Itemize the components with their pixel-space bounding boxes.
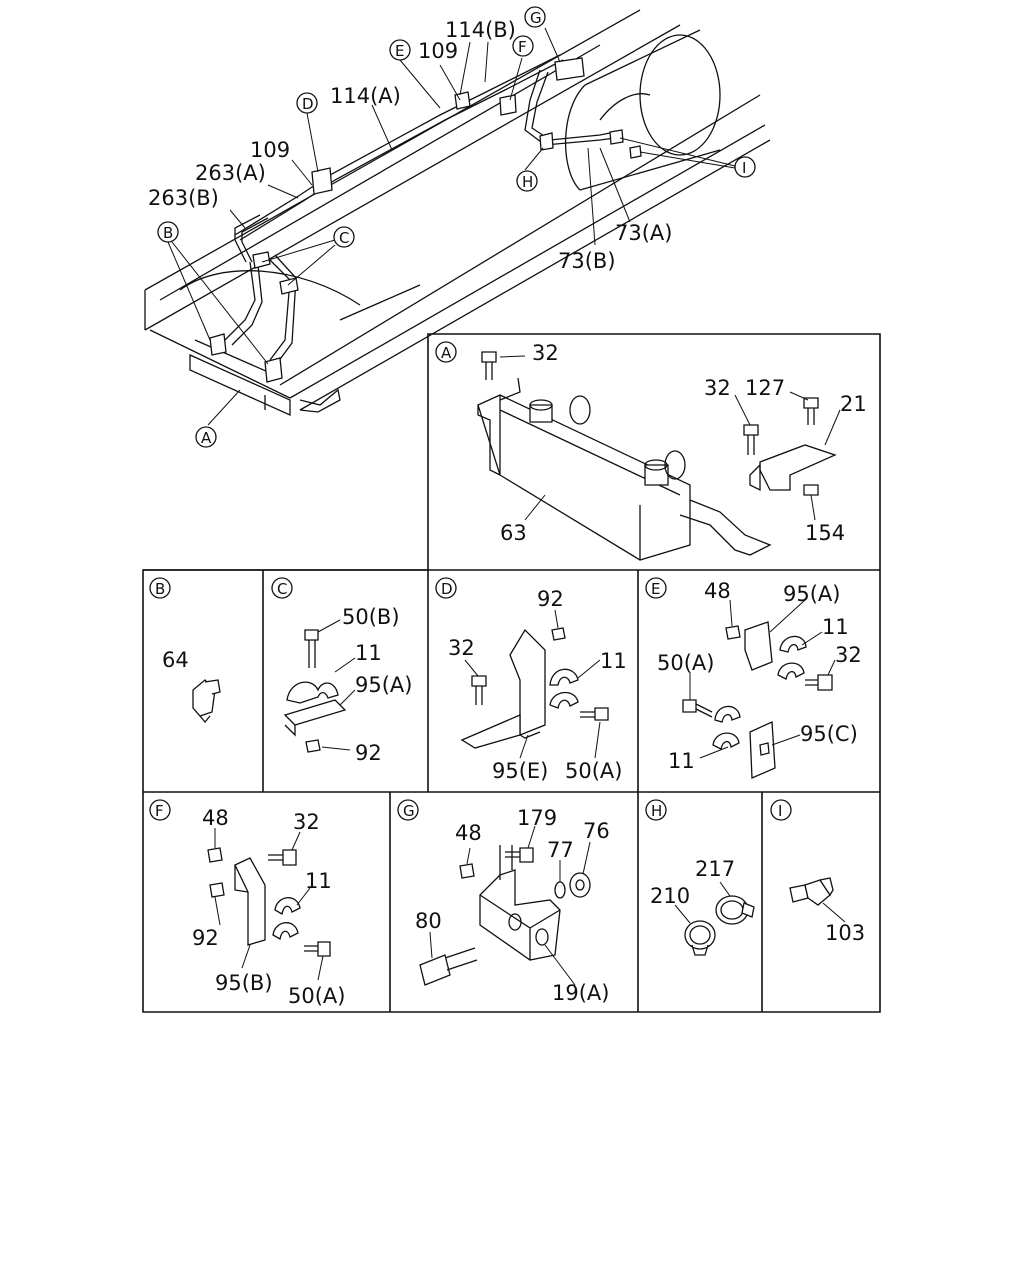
detail-e-letter: E: [651, 580, 660, 598]
detail-e: E 48 95(A) 11 32 50(A) 95(C) 11: [645, 577, 862, 779]
e-label-48: 48: [704, 579, 731, 603]
callout-a: A: [201, 429, 212, 447]
g-label-48: 48: [455, 821, 482, 845]
h-label-217: 217: [695, 857, 735, 881]
detail-h-letter: H: [651, 802, 662, 820]
e-label-50a: 50(A): [657, 651, 714, 675]
detail-a-letter: A: [441, 344, 452, 362]
f-label-48: 48: [202, 806, 229, 830]
label-263a: 263(A): [195, 161, 266, 185]
a-label-21: 21: [840, 392, 867, 416]
detail-g: G 48 179 76 77 80 19(A): [397, 799, 610, 1005]
e-label-32: 32: [835, 643, 862, 667]
detail-i: I 103: [770, 799, 865, 945]
label-73a: 73(A): [615, 221, 672, 245]
f-label-92: 92: [192, 926, 219, 950]
d-label-50a: 50(A): [565, 759, 622, 783]
c-label-92: 92: [355, 741, 382, 765]
detail-h: H 217 210: [645, 799, 755, 956]
e-label-11-top: 11: [822, 615, 849, 639]
detail-g-letter: G: [403, 802, 415, 820]
detail-grid: [142, 333, 881, 1013]
label-114b: 114(B): [445, 18, 516, 42]
a-label-127: 127: [745, 376, 785, 400]
callout-c: C: [339, 229, 349, 247]
d-label-32: 32: [448, 636, 475, 660]
g-label-80: 80: [415, 909, 442, 933]
c-label-11: 11: [355, 641, 382, 665]
g-label-19a: 19(A): [552, 981, 609, 1005]
label-109-left: 109: [250, 138, 290, 162]
g-label-76: 76: [583, 819, 610, 843]
e-label-11-bottom: 11: [668, 749, 695, 773]
a-label-32-right: 32: [704, 376, 731, 400]
label-114a: 114(A): [330, 84, 401, 108]
detail-b: B 64: [149, 577, 221, 724]
d-label-11: 11: [600, 649, 627, 673]
label-109-top: 109: [418, 39, 458, 63]
a-label-154: 154: [805, 521, 845, 545]
detail-f-letter: F: [155, 802, 164, 820]
g-label-77: 77: [547, 838, 574, 862]
b-label-64: 64: [162, 648, 189, 672]
detail-b-letter: B: [155, 580, 165, 598]
a-label-63: 63: [500, 521, 527, 545]
f-label-11: 11: [305, 869, 332, 893]
callout-g: G: [530, 9, 542, 27]
f-label-32: 32: [293, 810, 320, 834]
c-label-95a: 95(A): [355, 673, 412, 697]
callout-i: I: [742, 159, 746, 177]
detail-c-letter: C: [277, 580, 287, 598]
callout-d: D: [302, 95, 314, 113]
d-label-92: 92: [537, 587, 564, 611]
f-label-50a: 50(A): [288, 984, 345, 1008]
callout-h: H: [522, 173, 533, 191]
label-263b: 263(B): [148, 186, 219, 210]
callout-b: B: [163, 224, 173, 242]
main-view: 114(B) 109 114(A) 109 263(A) 263(B) 73(A…: [144, 6, 771, 448]
label-73b: 73(B): [558, 249, 616, 273]
f-label-95b: 95(B): [215, 971, 273, 995]
detail-c: C 50(B) 11 95(A) 92: [271, 577, 412, 765]
g-label-179: 179: [517, 806, 557, 830]
h-label-210: 210: [650, 884, 690, 908]
d-label-95e: 95(E): [492, 759, 548, 783]
c-label-50b: 50(B): [342, 605, 400, 629]
detail-d-letter: D: [441, 580, 453, 598]
a-label-32-top: 32: [532, 341, 559, 365]
e-label-95a: 95(A): [783, 582, 840, 606]
i-label-103: 103: [825, 921, 865, 945]
callout-f: F: [518, 38, 527, 56]
callout-e: E: [395, 42, 404, 60]
detail-d: D 92 32 11 95(E) 50(A): [435, 577, 627, 783]
detail-a: A 32 32 127 21 154 63: [435, 341, 867, 561]
detail-i-letter: I: [778, 802, 782, 820]
detail-f: F 48 32 11 92 95(B) 50(A): [149, 799, 345, 1008]
e-label-95c: 95(C): [800, 722, 858, 746]
